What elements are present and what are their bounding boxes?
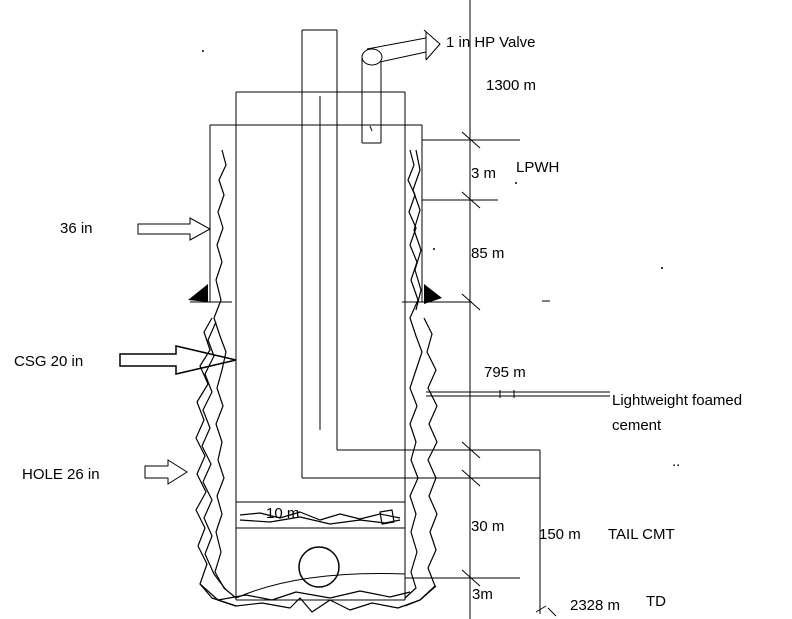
arrow-csg20 [119,345,237,375]
cement-right [404,149,438,607]
depth-label-150: 150 m [539,526,581,543]
shoe-ball [298,546,340,588]
tubing-string [301,29,540,479]
cement-label-line2: cement [612,417,662,434]
depth-label-795: 795 m [484,364,526,381]
left-hanger-wedge [188,284,208,302]
hp-valve-arrow [361,29,441,144]
inner-10m-label: 10 m [266,505,299,522]
dots-mark: .. [672,453,680,470]
inner-cement-band [239,511,401,521]
arrow-36in [137,217,212,241]
td-label: TD [646,593,666,610]
cement-leader [426,390,610,398]
depth-scale [405,0,557,619]
depth-label-3b: 3m [472,586,493,603]
depth-label-85: 85 m [471,245,504,262]
cement-left [195,149,237,607]
bottom-cement [199,583,437,613]
td-depth-label: 2328 m [570,597,620,614]
hp-valve-label: 1 in HP Valve [446,34,536,51]
tail-cmt-label: TAIL CMT [608,526,675,543]
arrow-hole26 [144,459,188,485]
casing-20in-label: CSG 20 in [14,353,83,370]
conductor-36in [190,124,472,303]
depth-label-30: 30 m [471,518,504,535]
cement-label-line1: Lightweight foamed [612,392,742,409]
conductor-36in-label: 36 in [60,220,93,237]
depth-label-3: 3 m [471,165,496,182]
hole-26in-label: HOLE 26 in [22,466,100,483]
casing-20in [235,91,406,601]
depth-label-1300: 1300 m [486,77,536,94]
right-hanger-wedge [424,284,442,304]
lpwh-label: LPWH [516,159,559,176]
